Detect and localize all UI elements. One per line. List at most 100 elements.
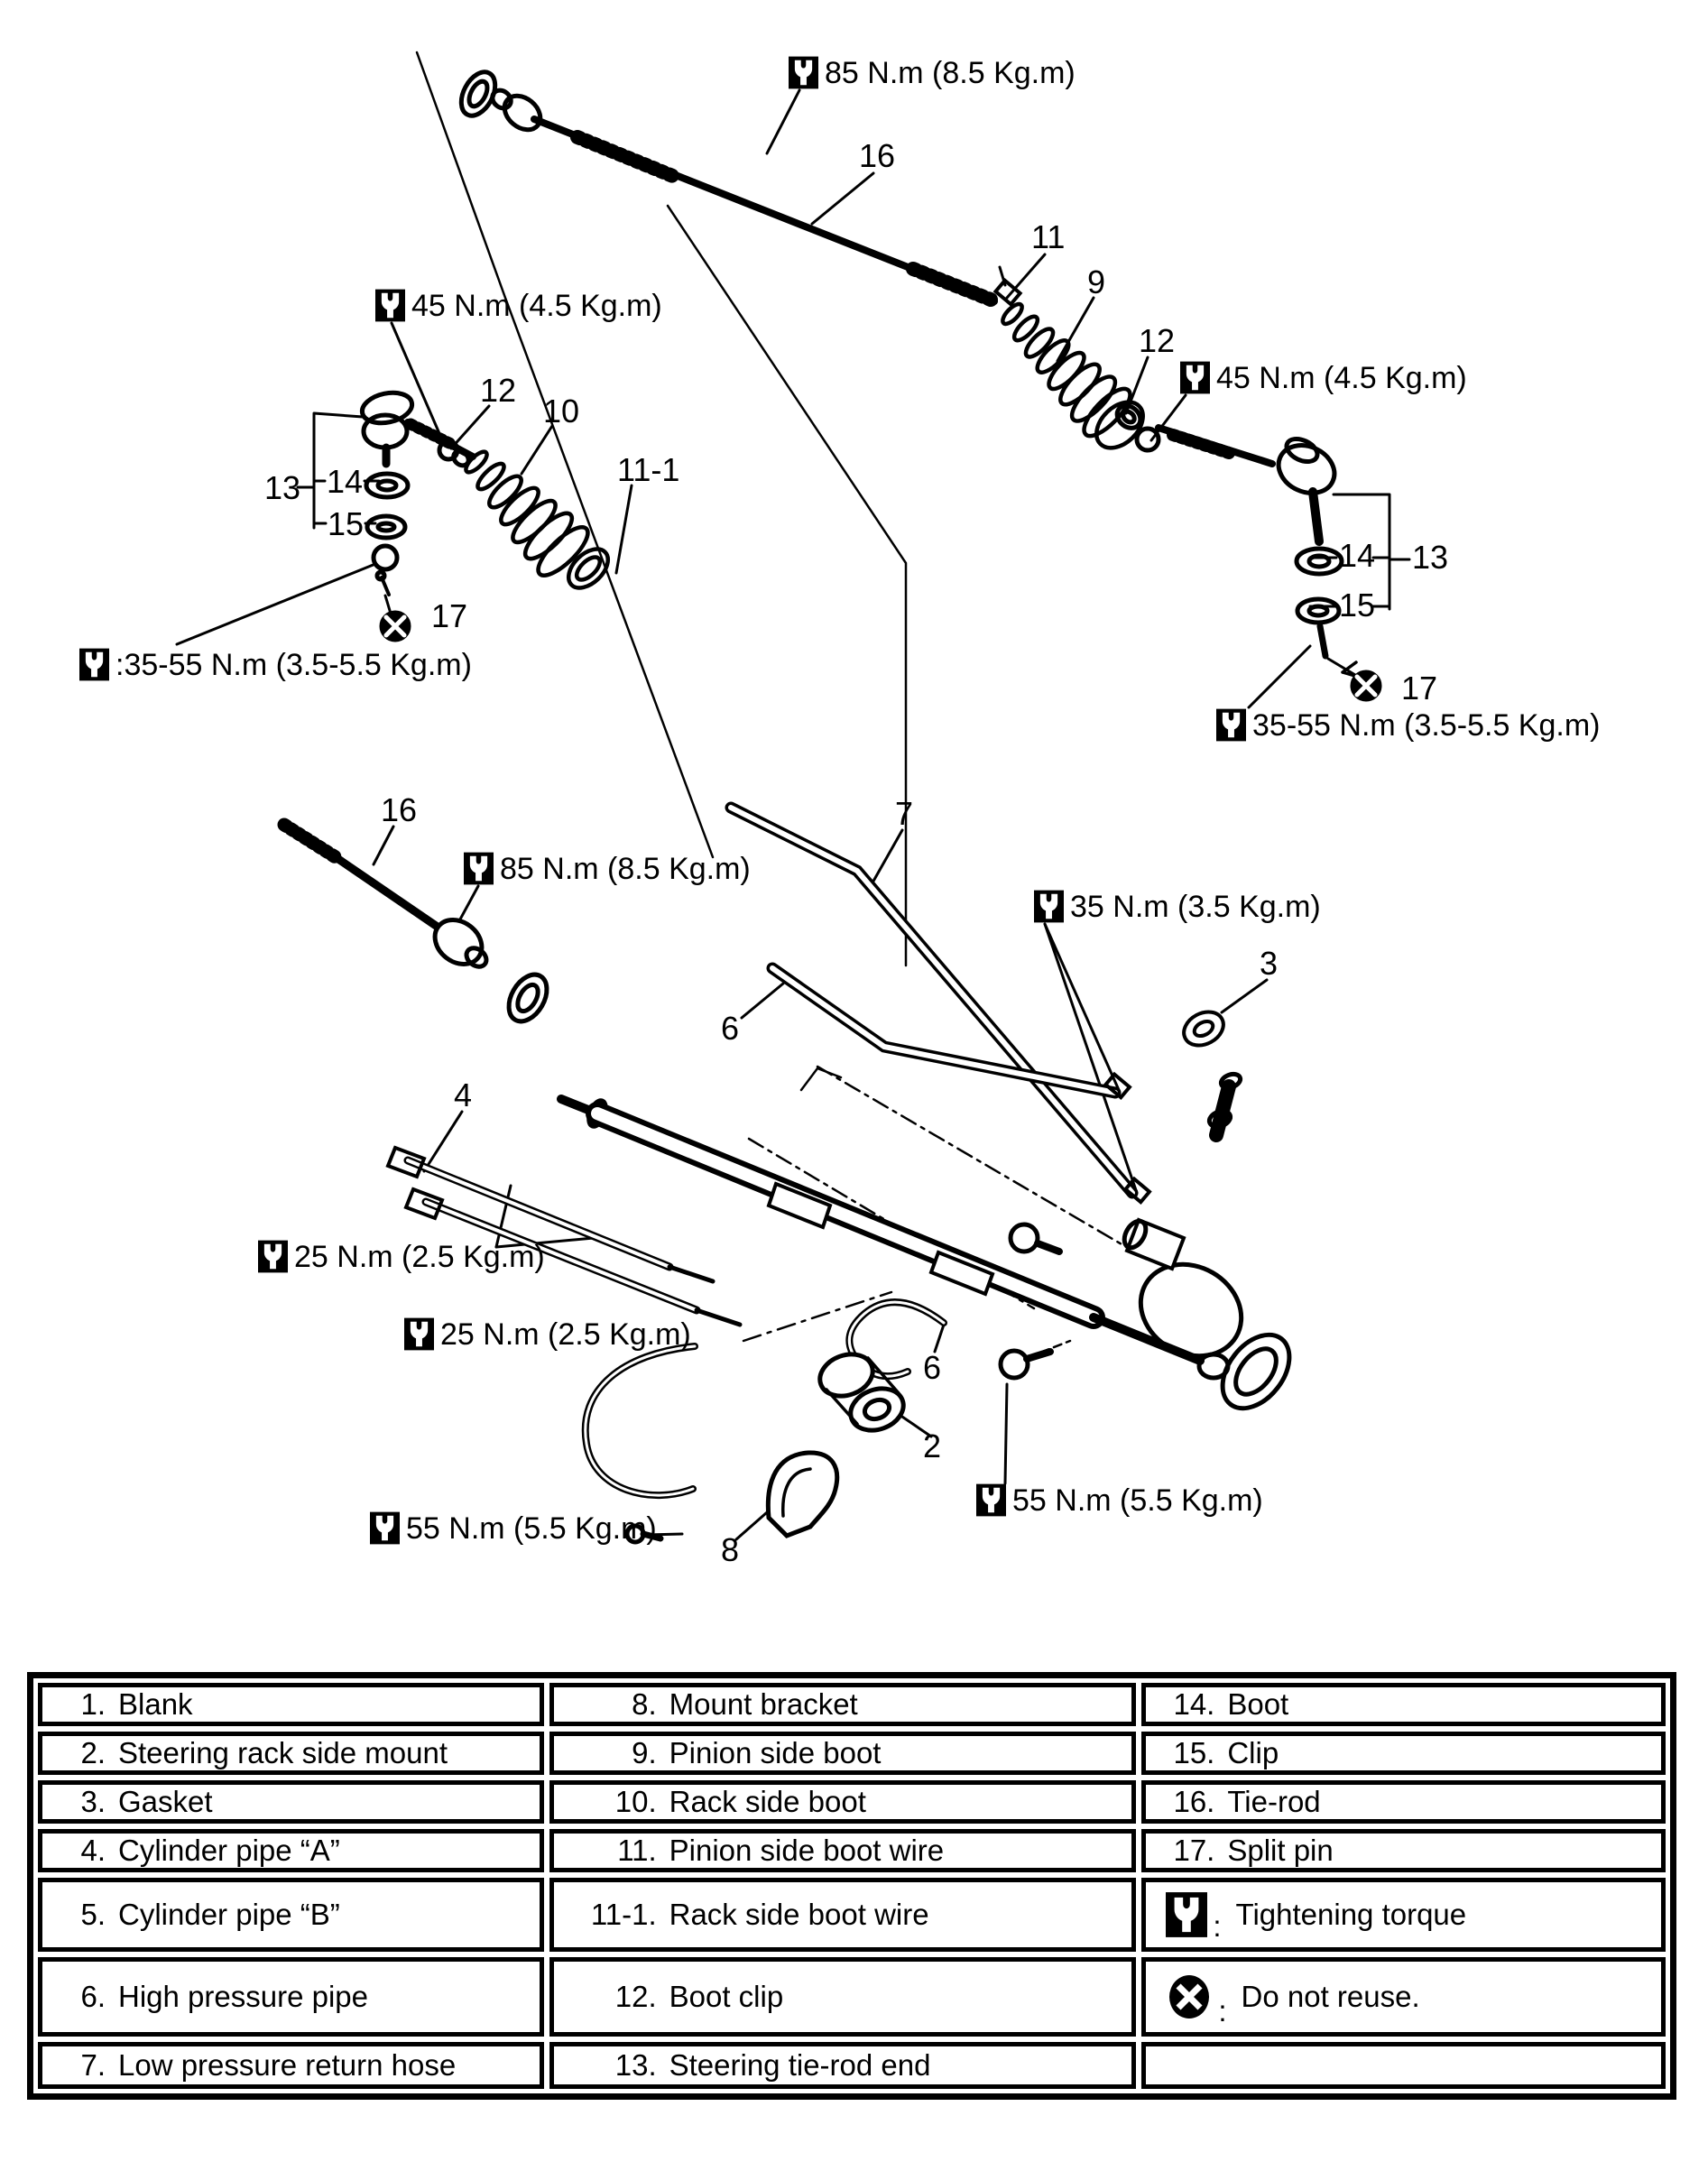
torque-text: 25 N.m (2.5 Kg.m): [440, 1316, 691, 1352]
part-number: 3.: [80, 1785, 106, 1818]
table-row: 15.Clip: [1141, 1732, 1666, 1775]
torque-text: 85 N.m (8.5 Kg.m): [500, 851, 751, 886]
table-row: 2.Steering rack side mount: [38, 1732, 544, 1775]
table-row: 13. Steering tie-rod end: [549, 2042, 1137, 2089]
torque-callout-35-55-right: 35-55 N.m (3.5-5.5 Kg.m): [1216, 708, 1600, 742]
colon: :: [1213, 1909, 1222, 1943]
part-label-17-right: 17: [1401, 670, 1438, 707]
part-number: 5.: [80, 1898, 106, 1931]
wrench-icon: [258, 1240, 288, 1273]
tie-rod-end-right: [1114, 403, 1360, 679]
wrench-icon: [464, 852, 494, 885]
part-label-12-right: 12: [1139, 322, 1176, 359]
part-name: Steering tie-rod end: [669, 2048, 931, 2082]
wrench-icon: [789, 56, 818, 89]
rack-side-boot: [464, 449, 611, 590]
rack-assembly: [557, 1071, 1292, 1411]
part-name: Boot clip: [669, 1980, 784, 2013]
torque-text: 35 N.m (3.5 Kg.m): [1070, 889, 1321, 924]
torque-text: 45 N.m (4.5 Kg.m): [411, 288, 662, 323]
part-number: 14.: [1173, 1687, 1215, 1721]
part-label-4: 4: [454, 1076, 473, 1113]
torque-text: 45 N.m (4.5 Kg.m): [1216, 360, 1467, 395]
part-name: Pinion side boot wire: [669, 1834, 945, 1867]
part-name: Split pin: [1227, 1834, 1334, 1867]
do-not-reuse-icon: [379, 610, 1382, 702]
part-label-13-right: 13: [1412, 539, 1449, 576]
wrench-icon: [1216, 708, 1246, 742]
part-name: Cylinder pipe “B”: [118, 1898, 340, 1931]
legend-text: Tightening torque: [1235, 1898, 1467, 1931]
torque-text: 55 N.m (5.5 Kg.m): [406, 1510, 657, 1546]
part-number: 17.: [1173, 1834, 1215, 1867]
torque-callout-85-mid: 85 N.m (8.5 Kg.m): [464, 852, 751, 885]
tie-rod-mid: [277, 818, 549, 1024]
table-row: 14. Boot: [1141, 1683, 1666, 1726]
part-name: Tie-rod: [1227, 1785, 1321, 1818]
torque-text: 35-55 N.m (3.5-5.5 Kg.m): [1252, 707, 1601, 743]
wrench-icon: [375, 289, 405, 322]
part-name: Clip: [1227, 1736, 1279, 1769]
part-label-3: 3: [1260, 945, 1279, 982]
steering-gear-exploded-diagram: 16 11 9 12 14 13 15 17 12 10 11-1 13 14 …: [79, 51, 1600, 1566]
torque-callout-55-right: 55 N.m (5.5 Kg.m): [976, 1483, 1263, 1517]
part-name: Rack side boot wire: [669, 1898, 929, 1931]
wrench-icon: [1180, 361, 1210, 394]
part-label-10: 10: [543, 393, 580, 430]
mount-parts: [624, 1010, 1225, 1545]
tie-rod-top: [458, 69, 1023, 308]
table-row: 17. Split pin: [1141, 1829, 1666, 1872]
part-label-9: 9: [1087, 263, 1106, 300]
part-number: 13.: [614, 2048, 657, 2082]
table-row: 16. Tie-rod: [1141, 1780, 1666, 1824]
torque-callout-25-b: 25 N.m (2.5 Kg.m): [404, 1317, 691, 1351]
part-label-15-right: 15: [1339, 587, 1376, 624]
do-not-reuse-icon: [1169, 1975, 1210, 2019]
table-row: 11-1.Rack side boot wire: [549, 1878, 1137, 1952]
table-row: 3.Gasket: [38, 1780, 544, 1824]
table-row: 1.Blank: [38, 1683, 544, 1726]
part-number: 1.: [80, 1687, 106, 1721]
part-label-13-left: 13: [264, 469, 301, 506]
wrench-icon: [1166, 1892, 1208, 1937]
torque-callout-45-left: 45 N.m (4.5 Kg.m): [375, 289, 662, 322]
table-row: 12.Boot clip: [549, 1957, 1137, 2037]
colon: :: [1218, 1994, 1227, 2028]
part-number: 9.: [632, 1736, 657, 1769]
part-label-11: 11: [1031, 218, 1066, 255]
torque-callout-85-top: 85 N.m (8.5 Kg.m): [789, 56, 1076, 89]
part-name: Boot: [1227, 1687, 1289, 1721]
part-name: Mount bracket: [669, 1687, 858, 1721]
part-name: Low pressure return hose: [118, 2048, 457, 2082]
part-name: Rack side boot: [669, 1785, 866, 1818]
construction-lines: [415, 51, 1140, 1359]
part-label-15-left: 15: [328, 505, 365, 542]
table-row: 10. Rack side boot: [549, 1780, 1137, 1824]
part-number: 6.: [80, 1980, 106, 2013]
part-label-6-mid: 6: [721, 1010, 740, 1047]
table-row: 11.Pinion side boot wire: [549, 1829, 1137, 1872]
parts-legend-table: 1.Blank 2.Steering rack side mount 3.Gas…: [27, 1672, 1676, 2100]
torque-callout-45-right: 45 N.m (4.5 Kg.m): [1180, 361, 1467, 394]
torque-text: 85 N.m (8.5 Kg.m): [825, 55, 1076, 90]
table-row: 5. Cylinder pipe “B”: [38, 1878, 544, 1952]
cylinder-pipes: [385, 1145, 743, 1327]
part-name: Pinion side boot: [669, 1736, 882, 1769]
part-label-6-rack: 6: [923, 1349, 942, 1386]
part-number: 8.: [632, 1687, 657, 1721]
torque-text: 55 N.m (5.5 Kg.m): [1012, 1483, 1263, 1518]
part-number: 16.: [1173, 1785, 1215, 1818]
torque-callout-35: 35 N.m (3.5 Kg.m): [1034, 890, 1321, 923]
table-row-tightening-torque: : Tightening torque: [1141, 1878, 1666, 1952]
wrench-icon: [404, 1317, 434, 1351]
table-row: 6.High pressure pipe: [38, 1957, 544, 2037]
part-label-2: 2: [923, 1427, 942, 1464]
tie-rod-end-left: [359, 390, 476, 596]
part-number: 10.: [614, 1785, 657, 1818]
part-label-17-left: 17: [431, 597, 468, 634]
table-row: 9. Pinion side boot: [549, 1732, 1137, 1775]
part-number: 4.: [80, 1834, 106, 1867]
wrench-icon: [1034, 890, 1064, 923]
table-row-do-not-reuse: : Do not reuse.: [1141, 1957, 1666, 2037]
